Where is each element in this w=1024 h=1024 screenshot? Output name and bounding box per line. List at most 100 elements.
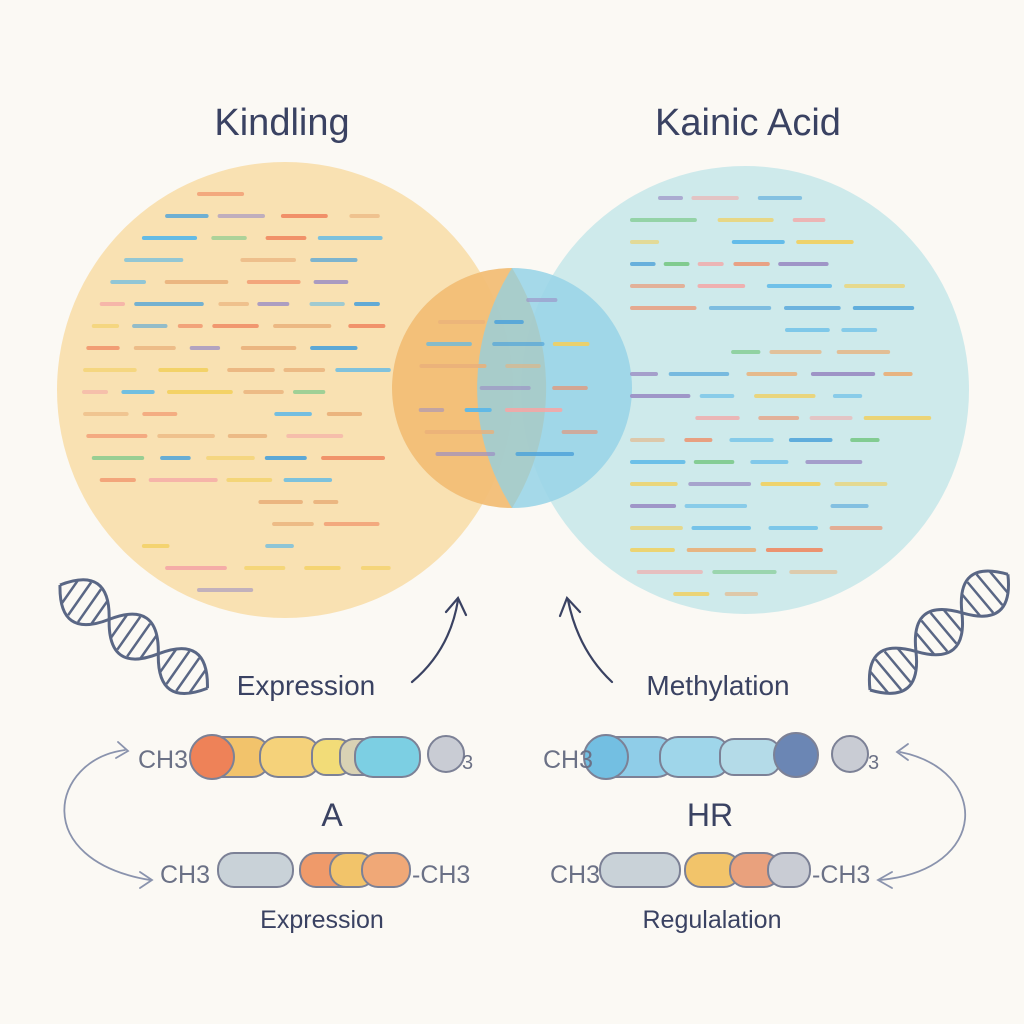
gene-bar — [211, 236, 247, 240]
expression-label: Expression — [236, 670, 376, 701]
gene-bar — [731, 240, 785, 244]
gene-bar — [91, 324, 120, 328]
gene-bar — [658, 196, 683, 200]
gene-bar — [283, 368, 326, 372]
gene-bar — [243, 390, 284, 394]
gene-bar — [717, 218, 774, 222]
gene-bar — [504, 408, 563, 412]
ch3-label: CH3 — [543, 746, 594, 774]
dna-helix-icon — [867, 569, 1010, 695]
gene-bar — [142, 412, 178, 416]
gene-bar — [788, 438, 833, 442]
gene-bar — [165, 214, 209, 218]
gene-bar — [708, 306, 772, 310]
gene-bar — [286, 434, 344, 438]
gene-bar — [850, 438, 880, 442]
molecule-chain — [217, 852, 411, 888]
gene-bar — [766, 284, 832, 288]
gene-bar — [157, 434, 215, 438]
gene-bar — [293, 390, 326, 394]
gene-bar — [684, 438, 713, 442]
gene-bar — [134, 302, 204, 306]
gene-bar — [630, 548, 675, 552]
gene-bar — [630, 306, 697, 310]
gene-bar — [426, 342, 472, 346]
gene-bar — [419, 364, 487, 368]
gene-bar — [280, 214, 328, 218]
kindling-gene-bars — [82, 192, 391, 592]
gene-bar — [479, 386, 531, 390]
gene-bar — [731, 350, 761, 354]
gene-bar — [438, 320, 486, 324]
gene-bar — [217, 214, 265, 218]
gene-bar — [492, 342, 545, 346]
gene-bar — [167, 390, 233, 394]
gene-bar — [83, 368, 137, 372]
molecule-chain — [599, 852, 811, 888]
gene-bar — [757, 196, 803, 200]
gene-bar — [630, 284, 685, 288]
gene-bar — [758, 416, 800, 420]
ch3-label: -CH3 — [812, 861, 871, 889]
gene-bar — [110, 280, 146, 284]
gene-bar — [754, 394, 816, 398]
gene-bar — [750, 460, 789, 464]
kindling-label: Kindling — [214, 102, 350, 144]
ch3-label: CH3 — [550, 861, 601, 889]
gene-bar — [697, 262, 724, 266]
gene-bar — [160, 456, 191, 460]
gene-bar — [83, 412, 129, 416]
gene-bar — [240, 258, 296, 262]
gene-bar — [264, 456, 307, 460]
gene-bar — [630, 438, 665, 442]
gene-bar — [206, 456, 255, 460]
gene-bar — [746, 372, 798, 376]
molecule-chain — [189, 734, 465, 780]
kindling-circle — [57, 162, 513, 618]
gene-bar — [244, 566, 286, 570]
gene-bar — [691, 526, 751, 530]
gene-bar — [768, 526, 818, 530]
gene-bar — [686, 548, 757, 552]
gene-bar — [212, 324, 259, 328]
gene-bar — [313, 500, 339, 504]
gene-bar — [354, 302, 380, 306]
gene-bar — [99, 478, 136, 482]
gene-bar — [630, 240, 660, 244]
gene-bar — [832, 394, 863, 398]
gene-bar — [82, 390, 108, 394]
gene-bar — [863, 416, 932, 420]
overlap-gene-bars — [418, 298, 598, 456]
gene-bar — [273, 324, 332, 328]
gene-bar — [809, 416, 853, 420]
gene-bar — [309, 302, 345, 306]
gene-bar — [265, 236, 307, 240]
gene-bar — [226, 478, 273, 482]
gene-bar — [515, 452, 575, 456]
gene-bar — [724, 592, 759, 596]
gene-bar — [335, 368, 391, 372]
gene-bar — [348, 324, 386, 328]
gene-bar — [829, 526, 883, 530]
gene-bar — [494, 320, 524, 324]
gene-bar — [693, 460, 735, 464]
gene-bar — [326, 412, 363, 416]
ch3-label: CH3 — [138, 746, 189, 774]
arrow-icon — [63, 749, 154, 889]
gene-bar — [841, 328, 878, 332]
gene-bar — [323, 522, 380, 526]
gene-bar — [304, 566, 341, 570]
ch3-subscript-label: 3 — [462, 752, 474, 774]
gene-bar — [852, 306, 915, 310]
gene-bar — [283, 478, 333, 482]
gene-bar — [844, 284, 905, 288]
gene-bar — [99, 302, 125, 306]
expression-bottom-label: Expression — [260, 906, 384, 934]
gene-bar — [691, 196, 739, 200]
gene-bar — [630, 394, 691, 398]
gene-bar — [121, 390, 155, 394]
gene-bar — [246, 280, 301, 284]
gene-bar — [158, 368, 209, 372]
